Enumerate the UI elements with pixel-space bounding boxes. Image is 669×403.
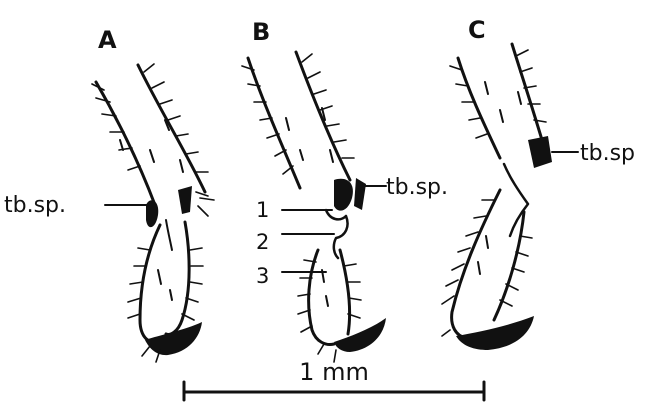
- leg-c-tibia-hairs: [485, 82, 521, 122]
- leg-c-tibial-spur: [528, 136, 552, 168]
- leg-a-spur-label: tb.sp.: [4, 193, 66, 218]
- leg-c-drawing: [442, 44, 552, 350]
- leg-c-spur-label: tb.sp: [580, 141, 635, 166]
- leg-c-tarsal-segments: [504, 164, 528, 236]
- scale-bar-label: 1 mm: [299, 358, 369, 386]
- leg-c-tibia-outline: [512, 44, 542, 140]
- segment-label-2: 2: [256, 230, 269, 254]
- scale-bar: 1 mm: [184, 358, 484, 400]
- leg-b-tarsus-outline: [340, 250, 350, 334]
- leg-b-tarsus-outline: [309, 250, 334, 344]
- leg-a-drawing: [92, 64, 214, 362]
- leg-b-claw: [334, 318, 386, 352]
- leg-b-tibia-hairs: [286, 108, 333, 162]
- segment-label-3: 3: [256, 264, 269, 288]
- leg-a-segment-line: [166, 220, 172, 250]
- leg-c-tibia-outline: [458, 58, 500, 158]
- panel-label-a: A: [98, 26, 117, 54]
- panel-label-b: B: [252, 18, 270, 46]
- leg-a-tibial-spur: [178, 186, 192, 214]
- leg-c-tarsus-hairs: [478, 236, 488, 274]
- leg-b-tibial-spur: [354, 178, 366, 210]
- leg-b-tarsus-hairs: [322, 270, 328, 306]
- leg-b-spur-label: tb.sp.: [386, 175, 448, 200]
- leg-a-tibia-outline: [138, 65, 205, 192]
- panel-label-c: C: [468, 16, 486, 44]
- segment-label-1: 1: [256, 198, 269, 222]
- leg-a-tarsus-outline: [140, 225, 160, 343]
- leg-a-claw: [145, 322, 202, 355]
- leg-b-tibial-spur: [334, 179, 353, 211]
- leg-b-tibia-outline: [248, 58, 300, 188]
- leg-c-tarsus-outline: [452, 190, 500, 338]
- leg-a-tarsus-hairs: [158, 270, 172, 300]
